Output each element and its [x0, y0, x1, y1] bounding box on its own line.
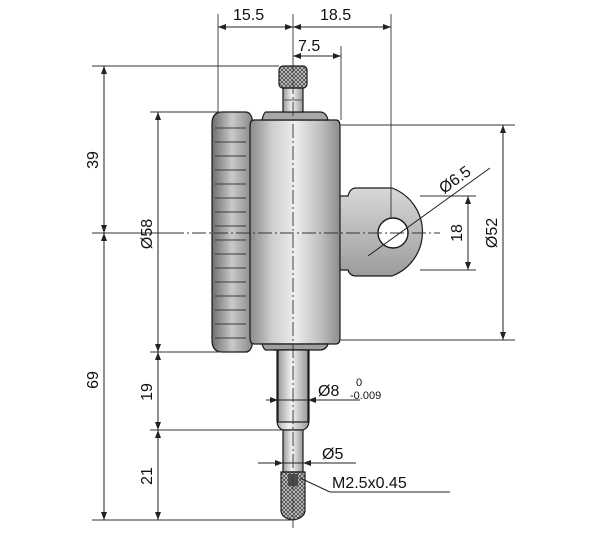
- dimension-lines: [92, 14, 515, 521]
- indicator-body: [211, 65, 424, 521]
- bezel-ring: [211, 111, 253, 353]
- dim-39: 39: [85, 151, 102, 169]
- dim-thread: M2.5x0.45: [332, 475, 407, 492]
- bezel-grooves: [215, 127, 246, 339]
- arrowheads: [101, 24, 506, 520]
- dim-dial-diameter: Ø58: [139, 219, 156, 249]
- mounting-lug: [329, 187, 424, 277]
- dim-stem-tol-upper: 0: [356, 377, 362, 389]
- dim-7-5: 7.5: [298, 38, 320, 55]
- dim-lug-hole: Ø6.5: [436, 163, 474, 197]
- dim-18-5: 18.5: [320, 7, 351, 24]
- dim-19: 19: [139, 383, 156, 401]
- housing-top-shoulder: [261, 111, 329, 121]
- dim-stem-diameter: Ø8: [318, 383, 339, 400]
- dim-15-5: 15.5: [233, 7, 264, 24]
- center-lines: [170, 58, 440, 528]
- dim-tip-diameter: Ø5: [322, 446, 343, 463]
- dim-back-diameter: Ø52: [484, 218, 501, 248]
- dim-18: 18: [449, 224, 466, 242]
- housing-bottom-shoulder: [261, 343, 329, 351]
- dim-stem-tol-lower: -0.009: [350, 390, 381, 402]
- housing: [249, 119, 341, 345]
- dim-69: 69: [85, 371, 102, 389]
- contact-point: [280, 471, 306, 521]
- dim-21: 21: [139, 467, 156, 485]
